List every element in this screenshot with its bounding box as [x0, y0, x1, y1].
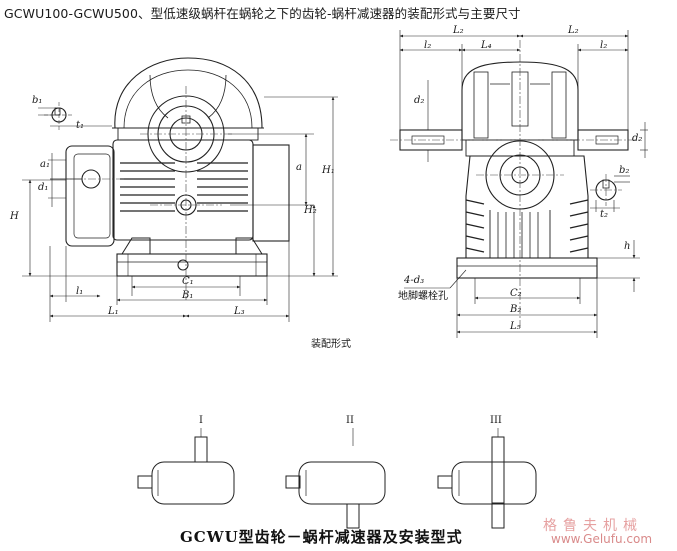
label-d2-right: d₂: [632, 133, 643, 144]
label-H1: H₁: [322, 165, 335, 176]
label-L2-left: L₂: [453, 25, 464, 36]
mounting-type-III: [437, 428, 537, 529]
label-B1: B₁: [182, 290, 194, 301]
mounting-type-label-III: III: [490, 415, 502, 426]
type-III-housing: [451, 461, 537, 505]
label-h: h: [624, 241, 631, 252]
assembly-caption: 装配形式: [311, 339, 351, 350]
anchor-bolt-hole-label: 地脚螺栓孔: [398, 291, 448, 302]
watermark-text: 格鲁夫机械: [543, 518, 643, 534]
label-b2: b₂: [619, 165, 630, 176]
label-L5: L₅: [510, 321, 521, 332]
mounting-type-label-I: I: [199, 415, 203, 426]
page-title: GCWU100-GCWU500、型低速级蜗杆在蜗轮之下的齿轮-蜗杆减速器的装配形…: [4, 6, 521, 21]
label-L1: L₁: [108, 306, 119, 317]
type-III-output-shaft-bottom: [491, 503, 505, 529]
label-L2-right: L₂: [568, 25, 579, 36]
side-base-plate: [456, 257, 598, 279]
type-III-output-shaft-top: [491, 436, 505, 504]
label-a: a: [296, 162, 302, 173]
mounting-type-II: [285, 428, 386, 529]
label-l1: l₁: [76, 286, 84, 297]
type-II-output-shaft: [346, 503, 360, 529]
mounting-type-label-II: II: [346, 415, 354, 426]
figure-caption: GCWU型齿轮－蜗杆减速器及安装型式: [180, 528, 463, 546]
front-base-plate: [116, 253, 268, 277]
side-view: [399, 61, 629, 279]
label-a1: a₁: [40, 159, 50, 170]
label-l2-left: l₂: [424, 40, 432, 51]
label-C1: C₁: [182, 276, 194, 287]
watermark-url: www.Gelufu.com: [551, 532, 653, 546]
label-H2: H₂: [304, 205, 317, 216]
label-B2: B₂: [510, 304, 522, 315]
label-l2-right: l₂: [600, 40, 608, 51]
front-base-bolt: [177, 259, 189, 271]
label-H: H: [10, 211, 19, 222]
front-dome: [114, 57, 263, 129]
label-t1: t₁: [76, 120, 85, 131]
type-I-housing: [151, 461, 235, 505]
label-4-d3: 4-d₃: [404, 275, 425, 286]
type-I-output-shaft: [194, 436, 208, 463]
label-t2: t₂: [600, 209, 609, 220]
mounting-type-I: [137, 428, 235, 505]
label-L4: L₄: [481, 40, 492, 51]
front-housing: [112, 139, 254, 241]
label-d1: d₁: [38, 182, 49, 193]
type-II-input-shaft: [285, 475, 301, 489]
label-C2: C₂: [510, 288, 522, 299]
label-d2-left: d₂: [414, 95, 425, 106]
front-view: [44, 57, 290, 277]
type-II-housing: [298, 461, 386, 505]
type-III-input-shaft: [437, 475, 453, 489]
front-side-block: [252, 144, 290, 242]
label-L3: L₃: [234, 306, 245, 317]
label-b1: b₁: [32, 95, 43, 106]
type-I-input-shaft: [137, 475, 153, 489]
input-adapter: [65, 145, 115, 247]
